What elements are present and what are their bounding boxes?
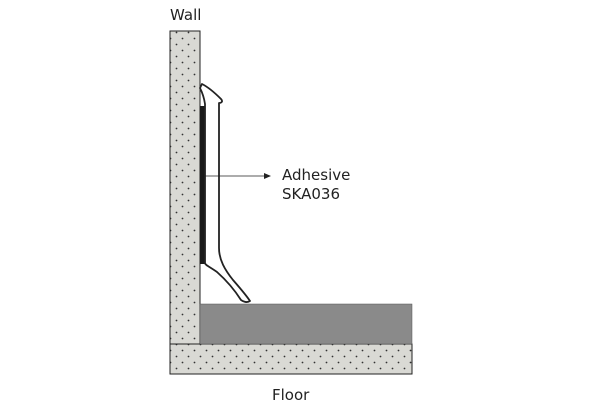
adhesive-label: Adhesive SKA036 xyxy=(282,166,350,204)
adhesive-strip xyxy=(200,106,205,264)
adhesive-label-code: SKA036 xyxy=(282,184,340,203)
floor-label: Floor xyxy=(272,386,310,404)
wall-section xyxy=(169,30,201,345)
wall-label: Wall xyxy=(170,6,202,24)
skirting-profile xyxy=(199,83,251,303)
floor-section xyxy=(169,343,413,375)
arrow-head-icon xyxy=(264,173,271,179)
adhesive-label-name: Adhesive xyxy=(282,166,351,184)
floor-covering xyxy=(199,303,413,345)
